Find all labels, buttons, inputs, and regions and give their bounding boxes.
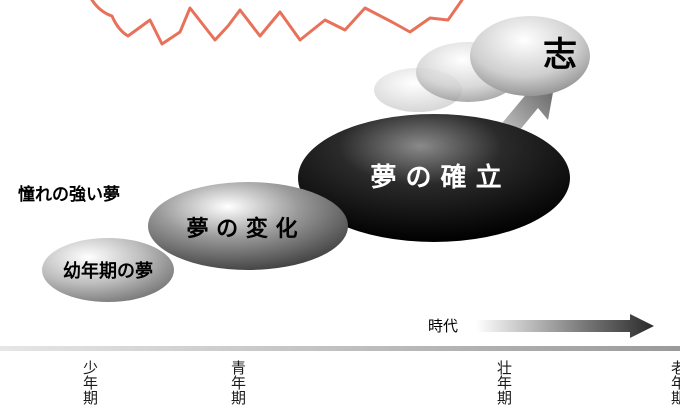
- ellipse-childhood-label: 幼年期の夢: [63, 260, 153, 282]
- ellipse-aspiration-label: 志: [543, 35, 577, 75]
- ellipse-establish: [298, 114, 570, 242]
- ellipse-establish-label: 夢 の 確 立: [370, 162, 501, 193]
- timeline-base: [0, 346, 680, 351]
- period-label-prime: 壮年期: [495, 360, 513, 405]
- strong-dream-label: 憧れの強い夢: [18, 184, 120, 205]
- time-arrow: [476, 314, 654, 338]
- ellipse-aspiration: [470, 16, 590, 96]
- ellipse-change: [148, 182, 348, 270]
- ellipse-change-label: 夢 の 変 化: [187, 216, 298, 242]
- period-label-old-age: 老年期: [669, 360, 680, 405]
- time-arrow-label: 時代: [428, 317, 458, 335]
- period-label-adolescence: 青年期: [229, 360, 247, 405]
- ellipse-childhood: [42, 238, 174, 302]
- sun-burst-outline: [90, 0, 464, 46]
- period-label-youth: 少年期: [81, 360, 99, 405]
